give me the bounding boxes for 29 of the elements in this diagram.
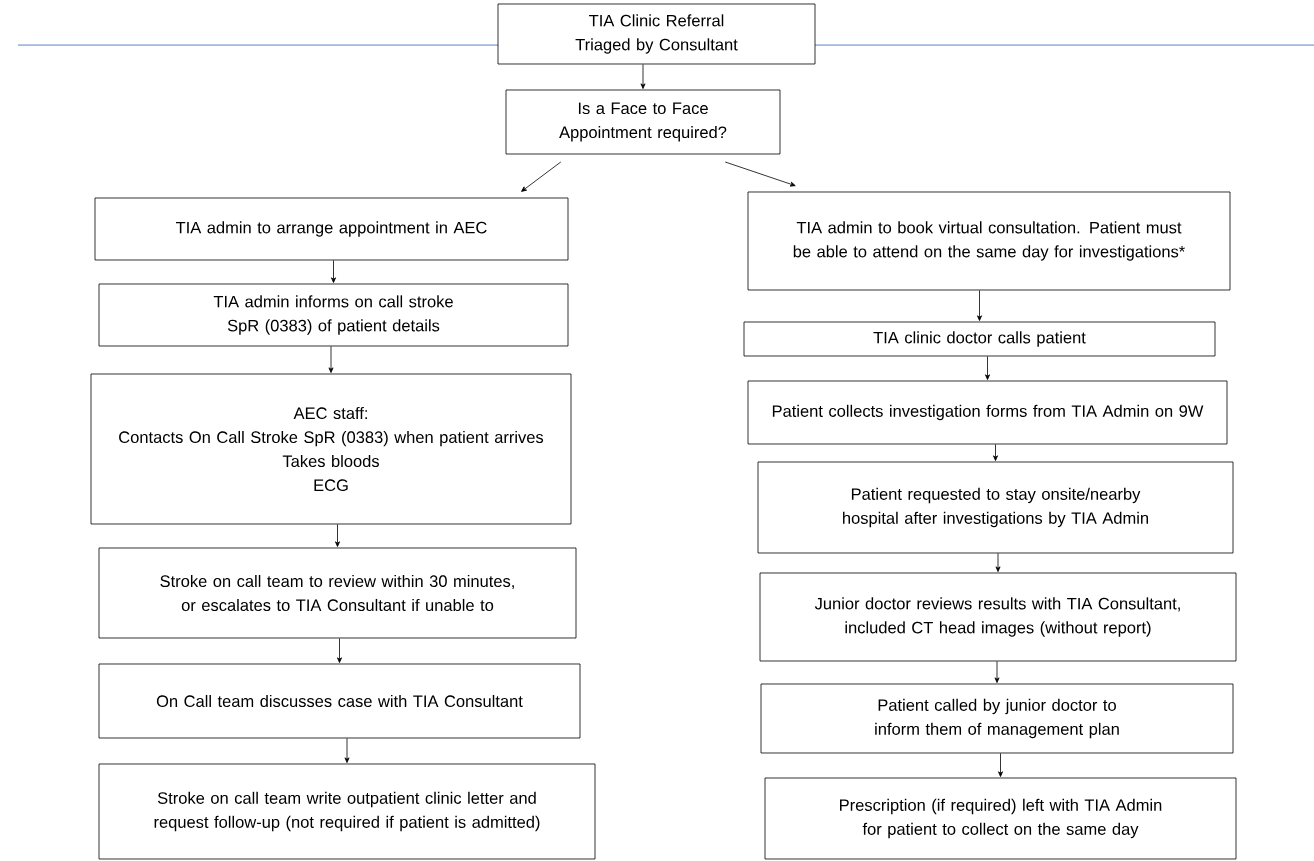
arrow bbox=[985, 356, 990, 380]
process-box: TIA admin to book virtual consultation. Patient must be able to attend on the same day for investigations* bbox=[747, 191, 1231, 291]
process-box: Stroke on call team to review within 30 minutes, or escalates to TIA Consultant if unable to bbox=[98, 547, 577, 639]
arrow bbox=[998, 753, 1003, 777]
process-box: Stroke on call team write outpatient clinic letter and request follow-up (not required if patient is admitted) bbox=[98, 763, 596, 860]
arrow bbox=[331, 260, 336, 283]
arrow bbox=[994, 661, 1000, 683]
arrow bbox=[521, 161, 562, 192]
arrow bbox=[724, 161, 796, 187]
process-box: TIA admin informs on call stroke SpR (0383) of patient details bbox=[98, 283, 569, 347]
process-box: On Call team discusses case with TIA Consultant bbox=[98, 663, 581, 739]
arrow bbox=[995, 553, 1001, 572]
process-box: Prescription (if required) left with TIA Admin for patient to collect on the same day bbox=[764, 777, 1237, 860]
process-box: Patient collects investigation forms from TIA Admin on 9W bbox=[747, 380, 1228, 445]
process-box: TIA admin to arrange appointment in AEC bbox=[94, 197, 569, 261]
process-box: Patient called by junior doctor to inform them of management plan bbox=[760, 683, 1234, 754]
process-box: TIA Clinic Referral Triaged by Consultant bbox=[497, 3, 816, 65]
process-box: Patient requested to stay onsite/nearby hospital after investigations by TIA Admin bbox=[757, 461, 1234, 554]
process-box: Is a Face to Face Appointment required? bbox=[505, 89, 781, 155]
arrow bbox=[328, 346, 334, 373]
process-box: Junior doctor reviews results with TIA Consultant, included CT head images (without report) bbox=[759, 572, 1237, 662]
arrow bbox=[977, 290, 982, 321]
arrow bbox=[640, 64, 646, 89]
arrow bbox=[344, 738, 350, 763]
process-box: AEC staff: Contacts On Call Stroke SpR (0383) when patient arrives Takes bloods ECG bbox=[90, 373, 572, 525]
arrow bbox=[993, 444, 998, 461]
arrow bbox=[337, 638, 342, 663]
arrow bbox=[335, 524, 340, 547]
process-box: TIA clinic doctor calls patient bbox=[743, 321, 1216, 357]
